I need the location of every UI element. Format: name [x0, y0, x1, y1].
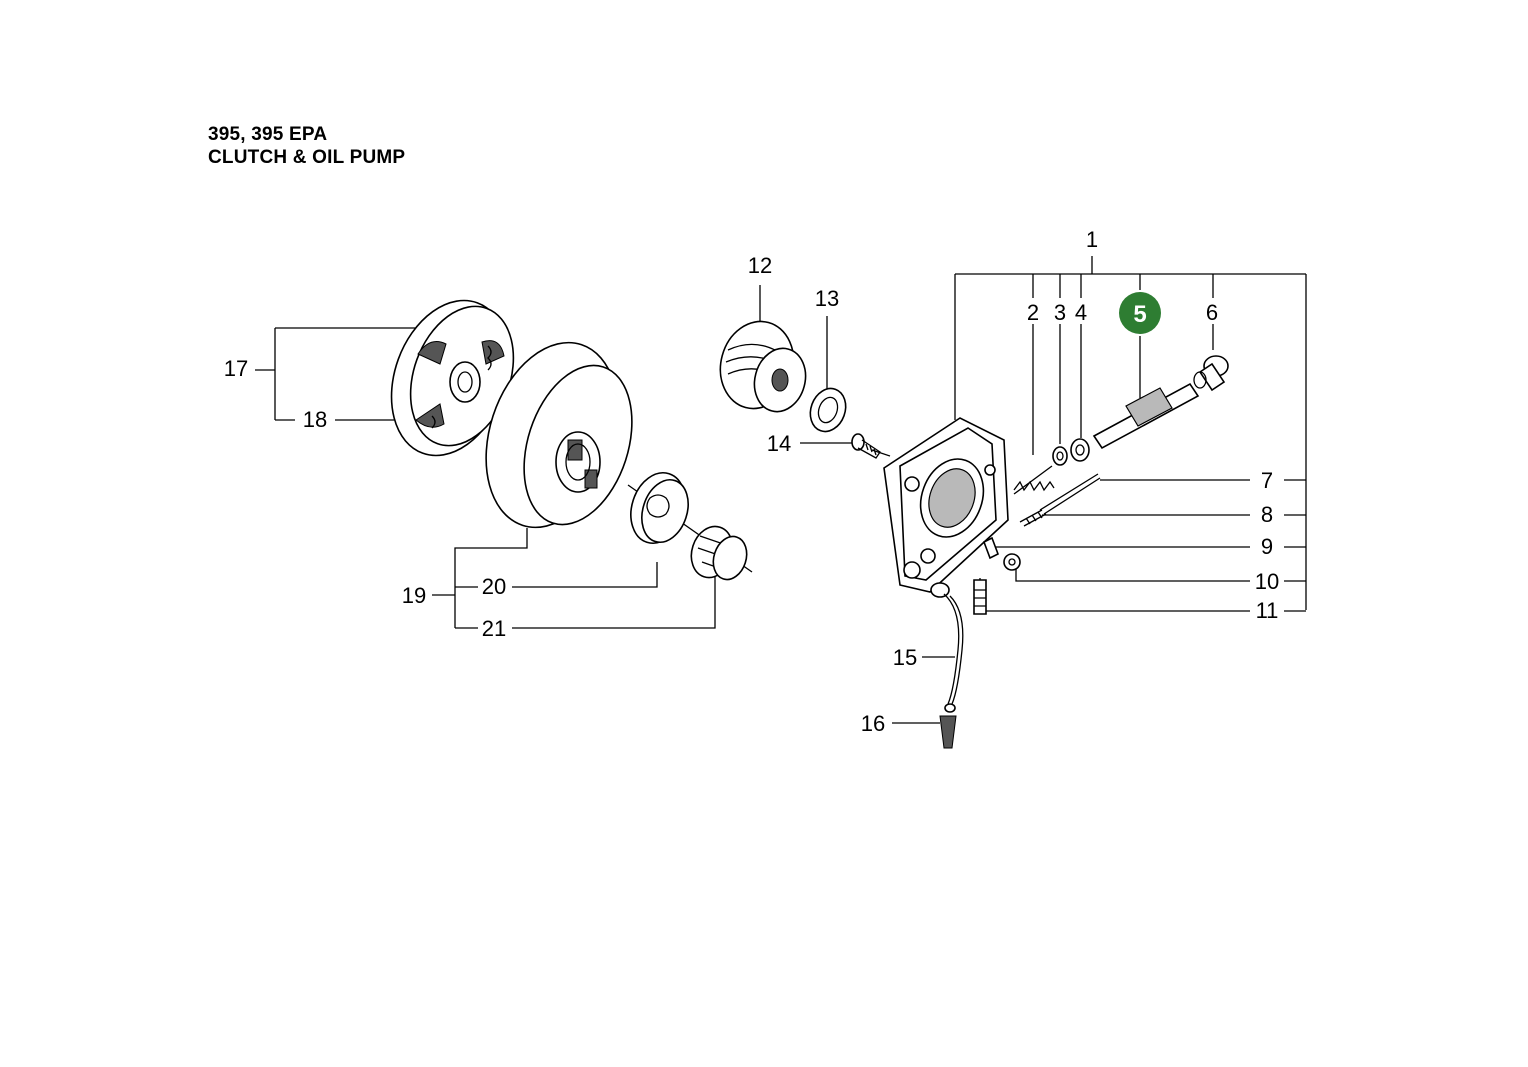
callout-2: 2: [1027, 300, 1039, 325]
callout-10: 10: [1255, 569, 1279, 594]
callout-11: 11: [1256, 598, 1279, 623]
washer-part: [809, 387, 847, 433]
guide-pin-part: [982, 536, 1000, 560]
plug-part: [1193, 355, 1229, 392]
pump-piston-part: [1092, 382, 1200, 450]
callout-1: 1: [1086, 227, 1098, 252]
callout-20: 20: [482, 574, 506, 599]
oil-pump-housing-part: [883, 417, 1009, 593]
callout-15: 15: [893, 645, 917, 670]
adjust-pin-part: [1039, 473, 1101, 515]
callout-18: 18: [303, 407, 327, 432]
callout-4: 4: [1075, 300, 1087, 325]
nipple-part: [973, 579, 987, 615]
highlight-circle: [1119, 292, 1161, 334]
callout-3: 3: [1054, 300, 1066, 325]
screw-part: [851, 433, 881, 459]
callout-17: 17: [224, 356, 248, 381]
callout-7: 7: [1261, 468, 1273, 493]
leader-lines: [255, 256, 1307, 724]
diagram-model-title: 395, 395 EPA: [208, 124, 328, 145]
highlighted-part-badge[interactable]: 5: [1119, 292, 1161, 334]
callout-21: 21: [482, 616, 506, 641]
spring-part: [1013, 465, 1055, 495]
small-washer-part: [1052, 446, 1068, 466]
adjusting-screw-part: [1019, 509, 1047, 527]
callout-6: 6: [1206, 300, 1218, 325]
oil-filter-part: [939, 703, 957, 749]
callout-12: 12: [748, 253, 772, 278]
callout-8: 8: [1261, 502, 1273, 527]
clutch-drum-part: [485, 341, 633, 529]
callout-5: 5: [1133, 301, 1146, 328]
worm-gear-part: [719, 320, 807, 413]
rim-sprocket-part: [630, 472, 689, 544]
seal-washer-part: [1070, 438, 1090, 462]
callout-16: 16: [861, 711, 885, 736]
oil-hose-part: [930, 582, 964, 705]
callout-14: 14: [767, 431, 791, 456]
clutch-assembly-part: [390, 299, 515, 457]
callout-9: 9: [1261, 534, 1273, 559]
needle-bearing-part: [690, 525, 748, 581]
diagram-section-title: CLUTCH & OIL PUMP: [208, 147, 406, 168]
nut-part: [1003, 553, 1021, 571]
callout-19: 19: [402, 583, 426, 608]
callout-13: 13: [815, 286, 839, 311]
callout-labels: 1 2 3 4 6 7 8 9 10 11 12 13 14 15 16 17 …: [224, 227, 1279, 736]
